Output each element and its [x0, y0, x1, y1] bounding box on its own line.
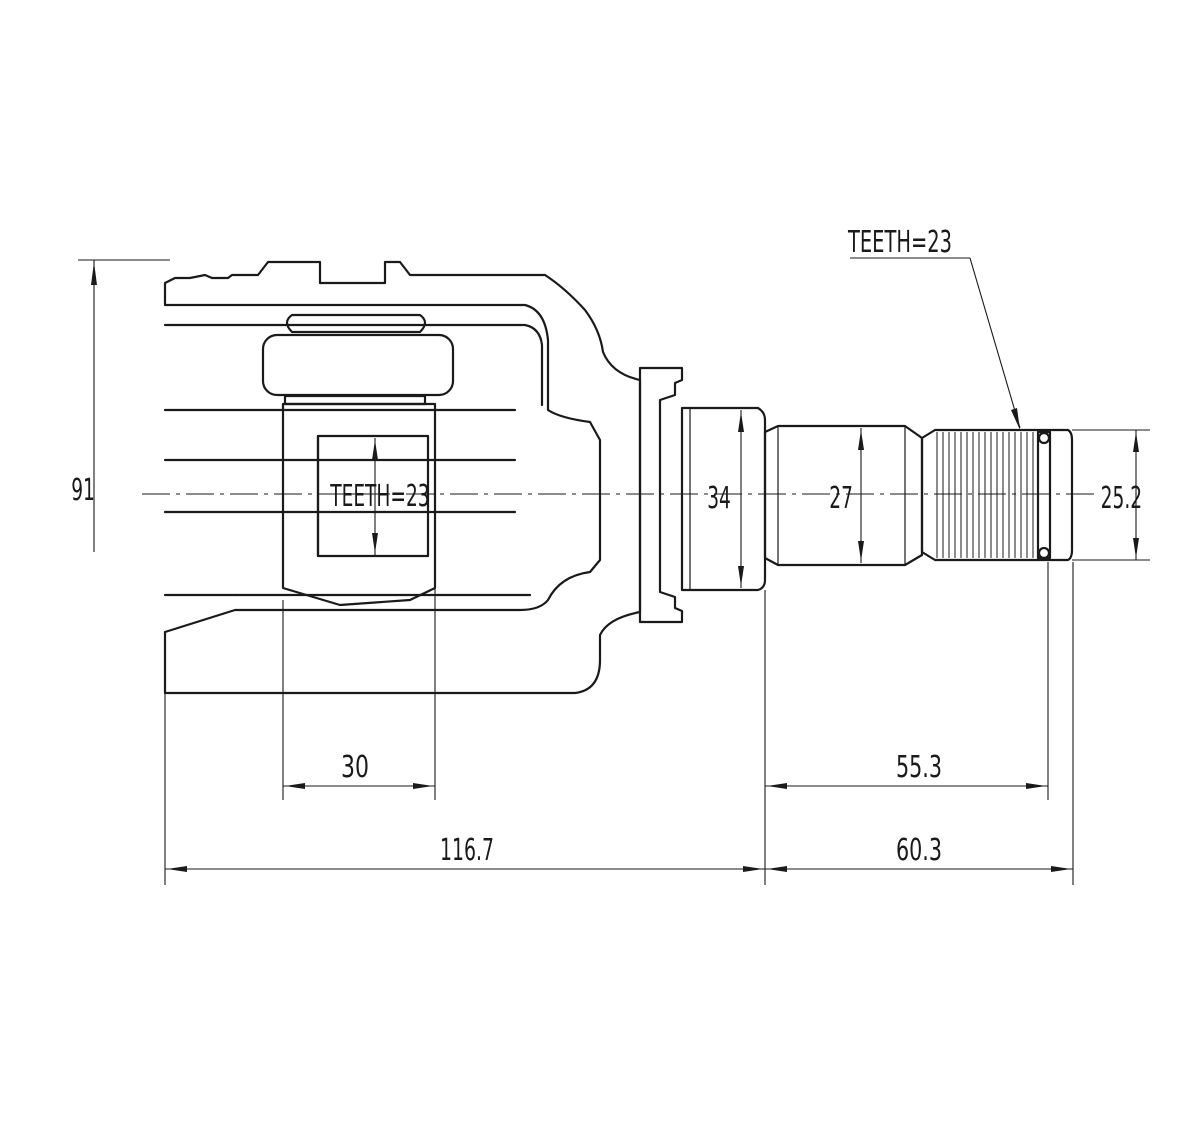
bearing-width-dimension: 30	[282, 588, 436, 800]
stem-length-dimension: 60.3	[765, 562, 1074, 885]
spline-diameter-label: 25.2	[1101, 480, 1142, 515]
collar-diameter-dimension: 34	[707, 410, 744, 588]
housing-section	[163, 260, 642, 695]
splined-stub	[920, 428, 1074, 562]
spider-hub	[281, 402, 437, 607]
collar-diameter-label: 34	[707, 480, 731, 515]
spline-length-dimension: 55.3	[764, 562, 1049, 885]
shaft-teeth-callout: TEETH=23	[847, 225, 1021, 430]
seal-ring	[638, 366, 684, 624]
cage-teeth-label: TEETH=23	[329, 478, 429, 513]
roller-element	[261, 313, 455, 406]
body-length-dimension: 116.7	[164, 693, 765, 885]
neck-diameter-dimension: 27	[829, 428, 864, 563]
bearing-width-label: 30	[341, 750, 369, 785]
shaft-neck	[763, 424, 924, 567]
neck-diameter-label: 27	[829, 480, 853, 515]
shaft-teeth-label: TEETH=23	[847, 225, 952, 260]
spline-length-label: 55.3	[896, 750, 942, 785]
height-label: 91	[71, 472, 95, 507]
height-dimension: 91	[71, 259, 170, 552]
cage-teeth-dimension: TEETH=23	[329, 438, 430, 555]
shaft-collar	[680, 406, 767, 592]
spline-diameter-dimension: 25.2	[1072, 429, 1150, 561]
body-length-label: 116.7	[440, 833, 494, 868]
stem-length-label: 60.3	[896, 833, 942, 868]
